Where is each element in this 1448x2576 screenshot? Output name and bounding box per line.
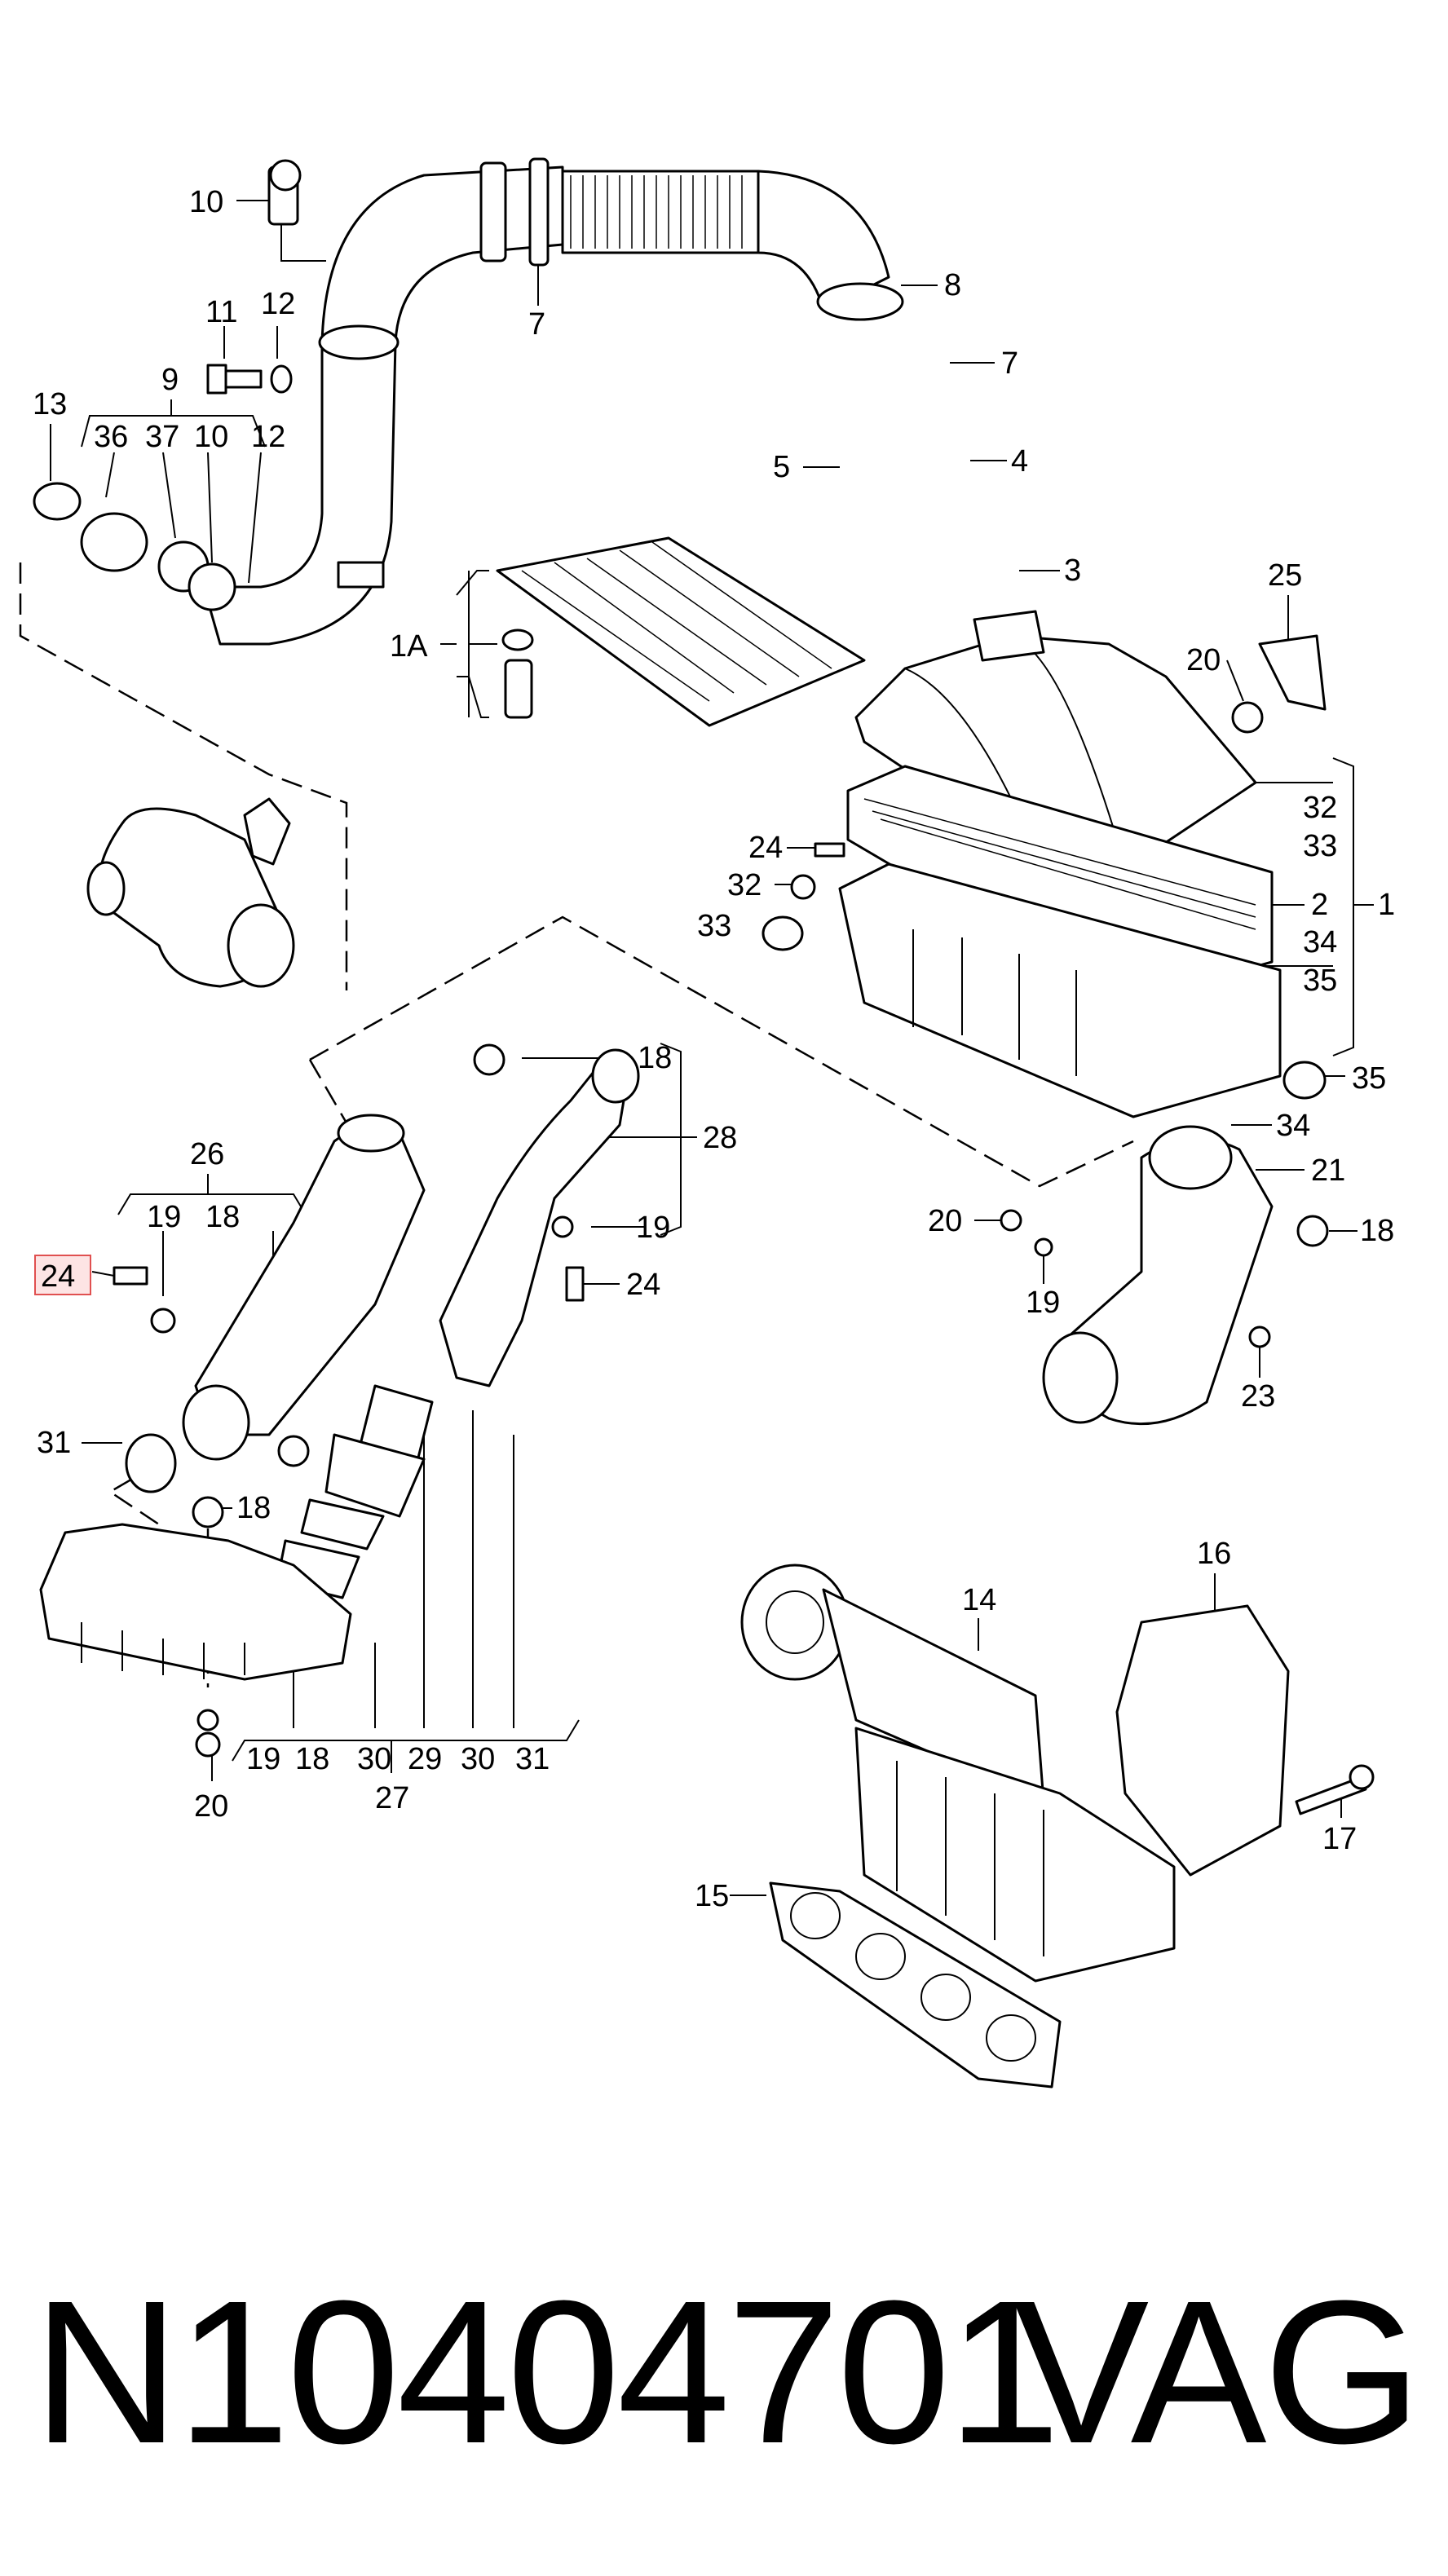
callout-18-duct: 18 — [205, 1200, 240, 1234]
callout-31-left: 31 — [37, 1426, 71, 1460]
callout-18-small: 18 — [236, 1491, 271, 1525]
part-number: N10404701 — [33, 2258, 1061, 2486]
callout-4: 4 — [1011, 444, 1028, 479]
callout-7-right: 7 — [1001, 346, 1018, 381]
brand-name: VAG — [1013, 2258, 1422, 2486]
callout-30-a: 30 — [357, 1742, 391, 1776]
callout-17: 17 — [1322, 1822, 1357, 1856]
connecting-sleeves — [276, 1384, 434, 1599]
callout-14: 14 — [962, 1583, 996, 1617]
callout-35-grommet: 35 — [1352, 1061, 1386, 1096]
callout-5: 5 — [773, 450, 790, 484]
callout-12-top: 12 — [261, 287, 295, 321]
intake-pipe-28 — [439, 1043, 640, 1387]
callout-2: 2 — [1311, 888, 1328, 922]
callout-21: 21 — [1311, 1153, 1345, 1188]
callout-8: 8 — [944, 268, 961, 302]
callout-20-bottom: 20 — [194, 1789, 228, 1824]
air-filter-housing — [762, 610, 1327, 1118]
intake-manifold — [740, 1564, 1375, 1983]
callout-13: 13 — [33, 387, 67, 421]
callout-9: 9 — [161, 363, 179, 397]
callout-15: 15 — [695, 1879, 729, 1913]
intake-duct-21 — [1000, 1125, 1329, 1426]
callout-20-right: 20 — [1186, 643, 1221, 677]
callout-32-left: 32 — [727, 868, 762, 902]
callout-30-b: 30 — [461, 1742, 495, 1776]
intake-duct-26 — [113, 1114, 426, 1493]
callout-labels: 10 7 8 11 12 13 9 36 37 10 12 7 5 4 3 1A… — [33, 185, 1395, 1913]
callout-12-mid: 12 — [251, 420, 285, 454]
callout-19-duct: 19 — [147, 1200, 181, 1234]
callout-29: 29 — [408, 1742, 442, 1776]
callout-3: 3 — [1064, 554, 1081, 588]
callout-34-lower: 34 — [1276, 1109, 1310, 1143]
callout-32-right: 32 — [1303, 791, 1337, 825]
callout-36: 36 — [94, 420, 128, 454]
callout-25: 25 — [1268, 558, 1302, 593]
callout-24-upper: 24 — [748, 831, 783, 865]
callout-7-top: 7 — [528, 307, 545, 342]
callout-35-right: 35 — [1303, 964, 1337, 998]
callout-18-bottom: 18 — [295, 1742, 329, 1776]
callout-33-left: 33 — [697, 909, 731, 943]
callout-24-highlighted: 24 — [41, 1259, 75, 1294]
callout-19-mid: 19 — [1026, 1286, 1060, 1320]
callout-20-mid: 20 — [928, 1204, 962, 1238]
upper-intake-hose — [33, 157, 904, 646]
callout-23: 23 — [1241, 1379, 1275, 1414]
callout-10-top: 10 — [189, 185, 223, 219]
callout-27: 27 — [375, 1781, 409, 1815]
callout-26: 26 — [190, 1137, 224, 1171]
leader-lines — [50, 200, 1374, 1896]
highlight-callout-box — [34, 1255, 91, 1295]
callout-1: 1 — [1378, 888, 1395, 922]
callout-18-right: 18 — [1360, 1214, 1394, 1248]
callout-24-pipe: 24 — [626, 1268, 660, 1302]
resonator-box — [39, 1496, 352, 1758]
exploded-parts-diagram: 10 7 8 11 12 13 9 36 37 10 12 7 5 4 3 1A… — [19, 157, 1395, 2089]
callout-34-right: 34 — [1303, 925, 1337, 959]
callout-19-bottom: 19 — [246, 1742, 280, 1776]
manifold-gasket — [769, 1881, 1062, 2089]
callout-28: 28 — [703, 1121, 737, 1155]
callout-19-pipe: 19 — [636, 1211, 670, 1245]
callout-33-right: 33 — [1303, 829, 1337, 863]
callout-1a: 1A — [390, 629, 428, 664]
callout-10-mid: 10 — [194, 420, 228, 454]
callout-18-pipe: 18 — [638, 1041, 672, 1075]
caption-bar: N10404701 VAG — [0, 2266, 1448, 2478]
callout-16: 16 — [1197, 1537, 1231, 1571]
filter-panel-1a — [496, 536, 866, 727]
callout-37: 37 — [145, 420, 179, 454]
turbocharger — [86, 797, 295, 988]
callout-31-bottom: 31 — [515, 1742, 550, 1776]
callout-11: 11 — [205, 295, 237, 329]
